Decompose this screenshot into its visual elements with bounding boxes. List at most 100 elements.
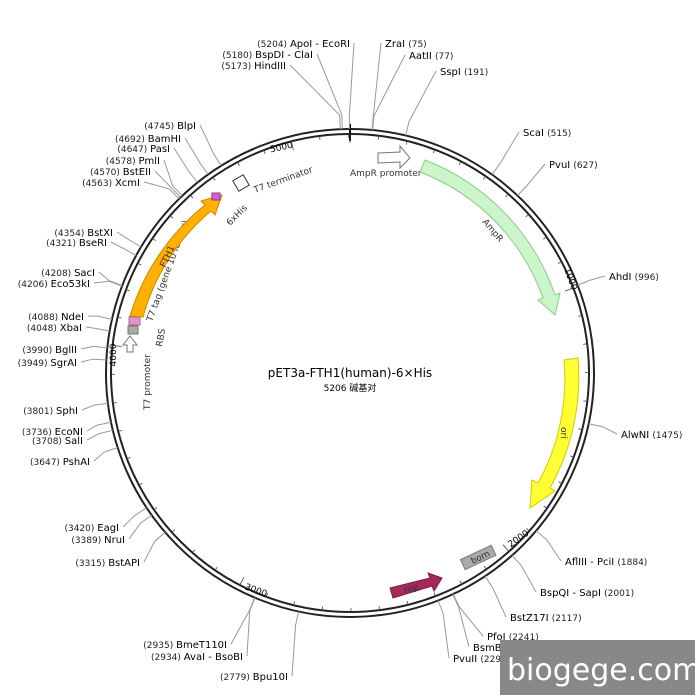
site-name: SalI <box>65 436 83 447</box>
scale-tick <box>458 161 462 166</box>
scale-tick <box>112 402 117 404</box>
amp-promoter-arrow <box>377 144 411 170</box>
rbs-box <box>127 325 139 335</box>
site-leader-28 <box>85 326 110 332</box>
site-leader-12 <box>484 575 507 618</box>
scale-tick <box>212 176 216 181</box>
site-label-36: (4578) PmlI <box>106 156 160 167</box>
site-name: SacI <box>74 268 95 279</box>
scale-tick <box>290 141 294 151</box>
site-position: (2001) <box>604 589 634 599</box>
site-label-32: (4321) BseRI <box>46 238 107 249</box>
site-position: (5173) <box>221 62 254 72</box>
site-position: (4088) <box>28 313 61 323</box>
ori-arrow <box>529 357 580 509</box>
site-leader-20 <box>128 514 152 540</box>
site-name: NruI <box>104 535 125 546</box>
site-name: AhdI <box>609 272 635 283</box>
site-label-34: (4563) XcmI <box>82 178 140 189</box>
site-leader-4 <box>372 54 406 131</box>
site-leader-21 <box>122 507 147 528</box>
site-leader-13 <box>452 593 484 637</box>
site-label-10: AflIII - PciI (1884) <box>565 557 647 568</box>
site-position: (3949) <box>18 359 51 369</box>
site-leader-35 <box>154 170 181 198</box>
site-label-35: (4570) BstEII <box>90 167 151 178</box>
t7-terminator-label: T7 terminator <box>252 165 315 196</box>
scale-tick <box>169 215 174 219</box>
site-position: (4354) <box>54 229 87 239</box>
site-leader-2 <box>289 64 341 130</box>
site-name: XbaI <box>60 323 82 334</box>
site-label-9: AlwNI (1475) <box>621 430 682 441</box>
site-leader-5 <box>405 70 437 136</box>
site-position: (2935) <box>143 641 176 651</box>
site-name: PmlI <box>139 156 161 167</box>
site-position: (5180) <box>222 51 255 61</box>
site-leader-14 <box>452 594 470 648</box>
site-label-4: AatII (77) <box>409 51 453 62</box>
site-label-37: (4647) PasI <box>117 144 170 155</box>
site-leader-29 <box>87 315 113 320</box>
site-label-18: (2935) BmeT110I <box>143 640 227 651</box>
scale-tick <box>378 606 380 611</box>
site-label-13: PfoI (2241) <box>487 632 539 643</box>
site-leader-9 <box>588 423 618 435</box>
site-leader-34 <box>143 181 180 200</box>
ampr-arrow <box>419 159 561 316</box>
ori-label: ori <box>558 427 568 439</box>
site-leader-0 <box>348 42 355 129</box>
scale-tick <box>525 214 529 218</box>
plasmid-length: 5206 碱基对 <box>324 382 377 394</box>
site-position: (1884) <box>617 558 647 568</box>
site-name: ScaI <box>523 128 547 139</box>
site-label-1: (5180) BspDI - ClaI <box>222 50 313 61</box>
site-name: HindIII <box>254 61 286 72</box>
bom-label: bom <box>469 549 491 567</box>
scale-tick <box>405 140 408 145</box>
site-name: BmeT110I <box>176 640 227 651</box>
site-name: BlpI <box>177 121 196 132</box>
his-tag-label: 6xHis <box>225 203 250 228</box>
site-leader-15 <box>437 600 450 659</box>
site-leader-18 <box>230 597 256 645</box>
t7-terminator-box <box>232 174 250 192</box>
site-name: PfoI <box>487 632 509 643</box>
scale-tick <box>319 135 321 140</box>
site-position: (77) <box>435 52 453 62</box>
site-leader-27 <box>80 345 108 350</box>
scale-tick <box>432 149 436 154</box>
t7-promoter-arrow <box>121 335 139 353</box>
bom-box <box>459 544 497 571</box>
site-name: Bpu10I <box>253 672 288 683</box>
site-leader-24 <box>86 421 112 432</box>
site-position: (2934) <box>151 653 184 663</box>
site-position: (1475) <box>652 431 682 441</box>
watermark-box <box>500 640 695 695</box>
site-label-33: (4354) BstXI <box>54 228 113 239</box>
site-position: (75) <box>408 40 426 50</box>
site-name: BamHI <box>148 134 181 145</box>
scale-label-1000: 1000 <box>561 267 578 292</box>
scale-tick <box>557 261 562 264</box>
site-position: (3708) <box>32 437 65 447</box>
site-name: BspDI - ClaI <box>255 50 313 61</box>
scale-tick <box>117 316 122 319</box>
scale-tick <box>406 600 409 605</box>
site-name: SgrAI <box>50 358 77 369</box>
site-name: BstZ17I <box>510 613 552 624</box>
site-leader-10 <box>535 530 562 562</box>
site-leader-25 <box>81 402 108 411</box>
site-position: (996) <box>635 273 659 283</box>
site-name: PshAI <box>63 457 90 468</box>
scale-tick <box>138 482 143 486</box>
scale-tick <box>321 606 323 611</box>
site-name: AlwNI <box>621 430 652 441</box>
site-position: (4563) <box>82 179 115 189</box>
site-label-31: (4208) SacI <box>41 268 95 279</box>
scale-tick <box>126 457 131 460</box>
scale-tick <box>112 345 122 347</box>
site-label-22: (3647) PshAI <box>30 457 90 468</box>
site-label-5: SspI (191) <box>440 67 488 78</box>
